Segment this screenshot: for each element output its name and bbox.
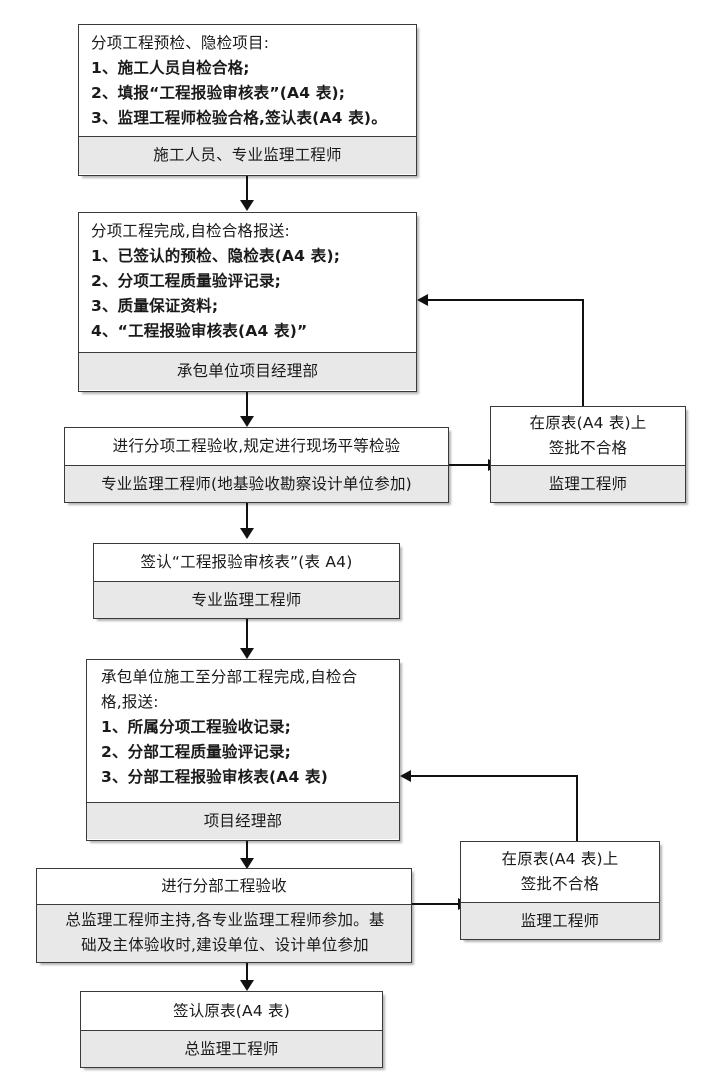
arrowhead-n2-n3: [240, 416, 254, 427]
node-6-role-label: 项目经理部: [203, 811, 283, 830]
arrowhead-n5-n6: [240, 648, 254, 659]
node-8-body: 在原表(A4 表)上 签批不合格: [461, 842, 659, 902]
node-sign-original-form[interactable]: 签认原表(A4 表) 总监理工程师: [80, 991, 383, 1068]
node-5-role-label: 专业监理工程师: [191, 590, 302, 609]
arrowhead-n7-n9: [240, 980, 254, 991]
node-4-role-label: 监理工程师: [548, 474, 628, 493]
node-6-body: 承包单位施工至分部工程完成,自检合 格,报送: 1、所属分项工程验收记录; 2、…: [87, 660, 399, 802]
node-6-line-1: 承包单位施工至分部工程完成,自检合: [101, 668, 358, 686]
feedback-lower-horizontal: [411, 775, 578, 777]
connector-n3-n4: [449, 464, 490, 466]
feedback-lower-vertical: [576, 775, 578, 841]
connector-n6-n7: [246, 841, 248, 865]
node-2-role-label: 承包单位项目经理部: [176, 362, 319, 380]
node-1-line-3: 2、填报“工程报验审核表”(A4 表);: [91, 84, 346, 102]
feedback-lower-arrowhead: [400, 770, 411, 782]
node-6-line-4: 2、分部工程质量验评记录;: [101, 743, 292, 761]
node-5-line-1: 签认“工程报验审核表”(表 A4): [140, 553, 353, 571]
arrowhead-n6-n7: [240, 858, 254, 869]
node-2-line-3: 2、分项工程质量验评记录;: [91, 272, 282, 290]
node-6-role: 项目经理部: [87, 802, 399, 839]
connector-n2-n3: [246, 392, 248, 422]
node-8-role-label: 监理工程师: [520, 911, 600, 930]
connector-n5-n6: [246, 619, 248, 653]
node-1-role-label: 施工人员、专业监理工程师: [153, 146, 342, 164]
node-6-line-5: 3、分部工程报验审核表(A4 表): [101, 768, 329, 786]
node-7-role: 总监理工程师主持,各专业监理工程师参加。基 础及主体验收时,建设单位、设计单位参…: [37, 904, 411, 962]
node-3-line-1: 进行分项工程验收,规定进行现场平等检验: [112, 437, 401, 455]
node-7-role-line-1: 总监理工程师主持,各专业监理工程师参加。基: [65, 911, 385, 929]
node-6-line-3: 1、所属分项工程验收记录;: [101, 718, 292, 736]
node-8-role: 监理工程师: [461, 902, 659, 939]
node-8-line-1: 在原表(A4 表)上: [501, 850, 619, 868]
node-subitem-complete-submit[interactable]: 分项工程完成,自检合格报送: 1、已签认的预检、隐检表(A4 表); 2、分项工…: [78, 212, 417, 392]
node-6-line-2: 格,报送:: [101, 693, 159, 711]
node-1-line-2: 1、施工人员自检合格;: [91, 59, 250, 77]
node-7-body: 进行分部工程验收: [37, 869, 411, 904]
node-section-acceptance[interactable]: 进行分部工程验收 总监理工程师主持,各专业监理工程师参加。基 础及主体验收时,建…: [36, 868, 412, 963]
node-5-role: 专业监理工程师: [94, 581, 399, 618]
node-1-role: 施工人员、专业监理工程师: [79, 136, 416, 174]
feedback-upper-arrowhead: [417, 294, 428, 306]
node-7-line-1: 进行分部工程验收: [161, 877, 287, 895]
node-4-role: 监理工程师: [491, 465, 685, 502]
node-3-body: 进行分项工程验收,规定进行现场平等检验: [65, 428, 448, 465]
node-section-complete-submit[interactable]: 承包单位施工至分部工程完成,自检合 格,报送: 1、所属分项工程验收记录; 2、…: [86, 659, 400, 841]
node-1-line-4: 3、监理工程师检验合格,签认表(A4 表)。: [91, 109, 387, 127]
node-3-role: 专业监理工程师(地基验收勘察设计单位参加): [65, 465, 448, 502]
node-2-role: 承包单位项目经理部: [79, 352, 416, 390]
node-2-line-2: 1、已签认的预检、隐检表(A4 表);: [91, 247, 341, 265]
node-9-role-label: 总监理工程师: [184, 1039, 279, 1058]
node-sign-review-form[interactable]: 签认“工程报验审核表”(表 A4) 专业监理工程师: [93, 543, 400, 619]
feedback-upper-vertical: [582, 299, 584, 407]
node-9-body: 签认原表(A4 表): [81, 992, 382, 1030]
node-reject-upper[interactable]: 在原表(A4 表)上 签批不合格 监理工程师: [490, 406, 686, 503]
node-9-role: 总监理工程师: [81, 1030, 382, 1067]
node-2-line-4: 3、质量保证资料;: [91, 297, 219, 315]
node-1-body: 分项工程预检、隐检项目: 1、施工人员自检合格; 2、填报“工程报验审核表”(A…: [79, 25, 416, 136]
node-reject-lower[interactable]: 在原表(A4 表)上 签批不合格 监理工程师: [460, 841, 660, 940]
node-4-line-1: 在原表(A4 表)上: [529, 414, 647, 432]
node-4-line-2: 签批不合格: [548, 439, 628, 457]
arrowhead-n3-n5: [240, 528, 254, 539]
node-7-role-line-2: 础及主体验收时,建设单位、设计单位参加: [81, 936, 369, 954]
node-5-body: 签认“工程报验审核表”(表 A4): [94, 544, 399, 581]
connector-n7-n8: [412, 903, 460, 905]
node-subitem-preinspection[interactable]: 分项工程预检、隐检项目: 1、施工人员自检合格; 2、填报“工程报验审核表”(A…: [78, 24, 417, 176]
node-8-line-2: 签批不合格: [520, 875, 600, 893]
feedback-upper-horizontal: [428, 299, 584, 301]
arrowhead-n1-n2: [240, 200, 254, 211]
connector-n3-n5: [246, 503, 248, 533]
connector-n1-n2: [246, 176, 248, 206]
node-subitem-acceptance[interactable]: 进行分项工程验收,规定进行现场平等检验 专业监理工程师(地基验收勘察设计单位参加…: [64, 427, 449, 503]
node-1-line-1: 分项工程预检、隐检项目:: [91, 34, 270, 52]
node-2-line-5: 4、“工程报验审核表(A4 表)”: [91, 322, 308, 340]
node-3-role-label: 专业监理工程师(地基验收勘察设计单位参加): [101, 474, 412, 493]
connector-n7-n9: [246, 963, 248, 987]
node-9-line-1: 签认原表(A4 表): [173, 1001, 290, 1020]
node-4-body: 在原表(A4 表)上 签批不合格: [491, 407, 685, 465]
node-2-line-1: 分项工程完成,自检合格报送:: [91, 222, 290, 240]
node-2-body: 分项工程完成,自检合格报送: 1、已签认的预检、隐检表(A4 表); 2、分项工…: [79, 213, 416, 352]
